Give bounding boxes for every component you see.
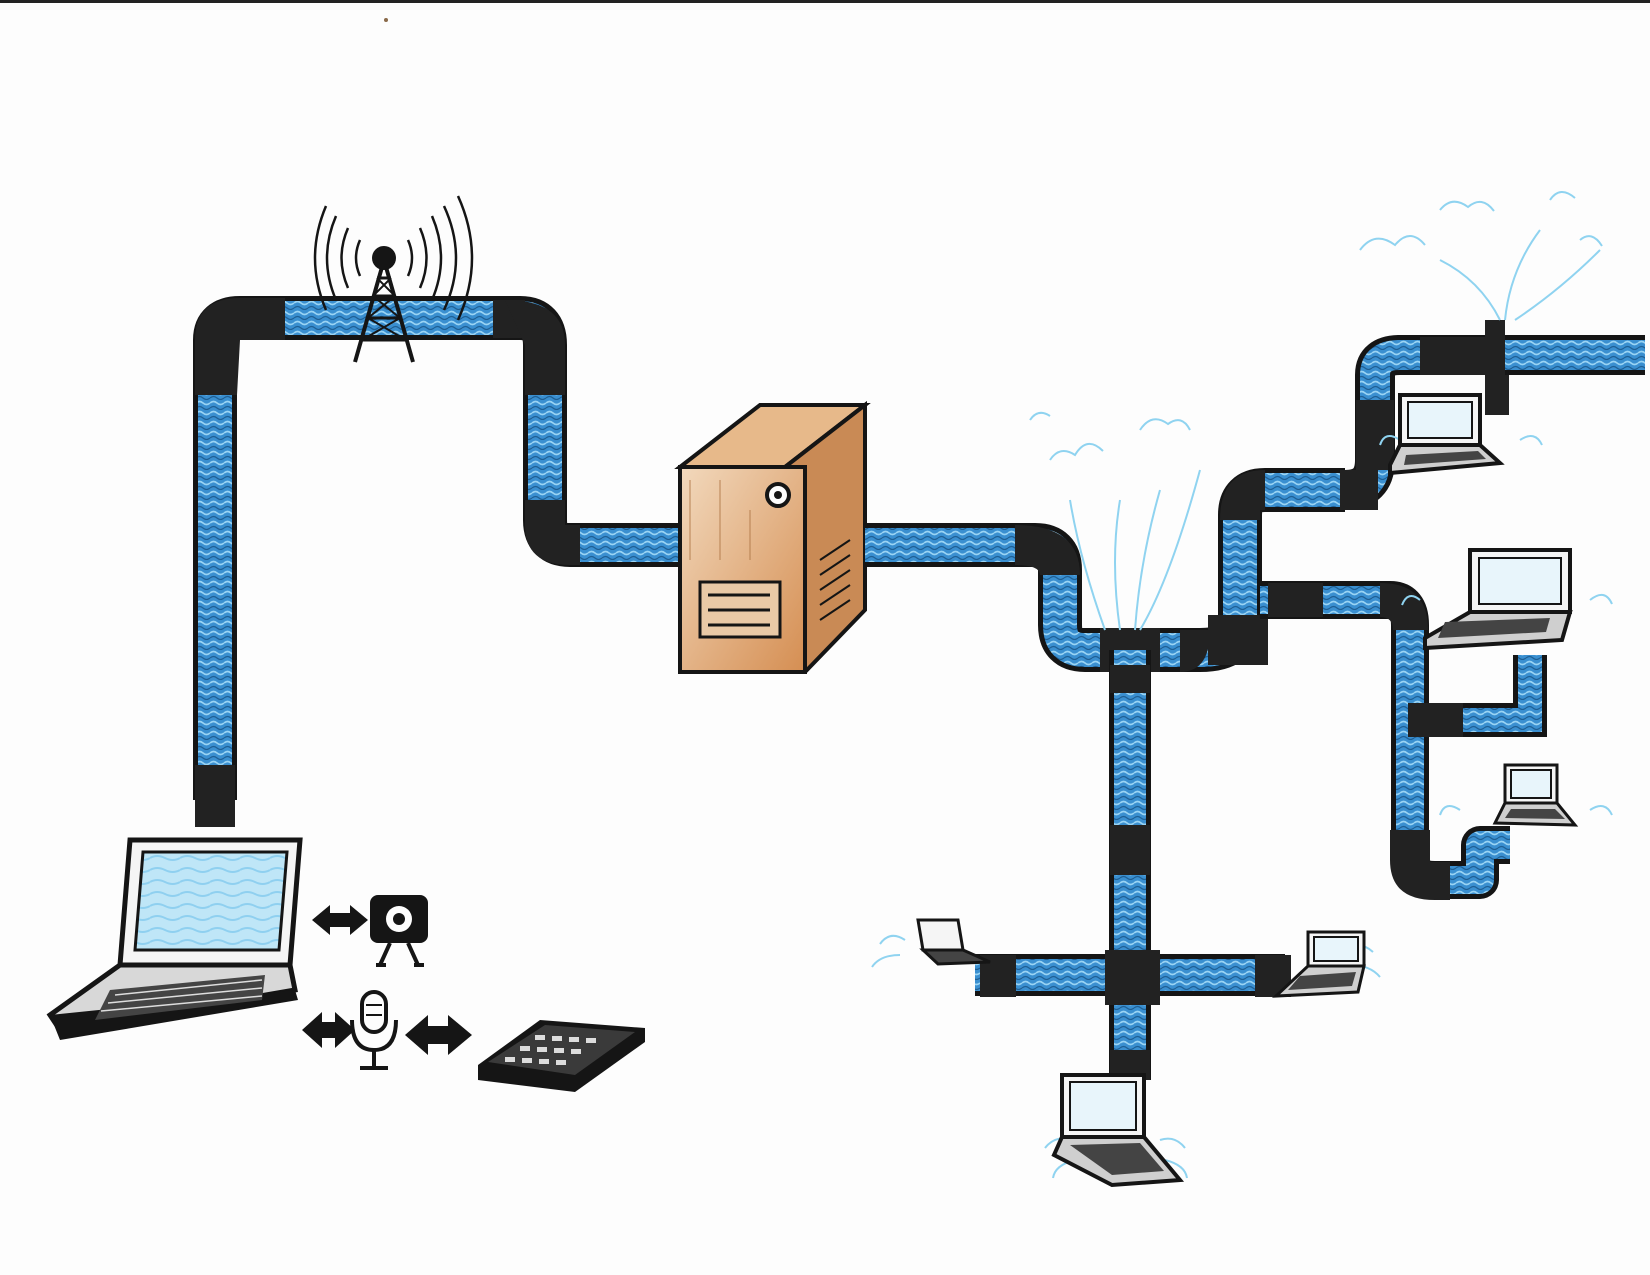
pipe-cross-horizontal [975,950,1291,1005]
server-vents [819,539,851,621]
laptop-icon [916,918,991,966]
laptop-icon [1051,1073,1185,1188]
pipe-elbow [195,298,285,395]
double-arrow-icon [312,905,368,935]
pipe-server-to-junction [865,468,1345,672]
laptop-icon [1388,393,1505,476]
pipe-trunk-vertical [1109,650,1151,1080]
radio-waves [313,195,474,321]
webcam-icon [370,895,428,967]
pipe-right-upper-branch [1340,320,1645,510]
double-arrow-icon [302,1012,355,1048]
laptop-keyboard [95,975,265,1020]
scan-top-edge [0,0,1650,3]
paper-fleck [384,18,388,22]
pipe-elbow [505,300,565,395]
laptop-icon [1492,763,1579,827]
laptop-icon [1271,930,1366,998]
laptop-icon [1423,548,1573,651]
pipe-left-network [193,296,680,827]
microphone-icon [350,990,398,1070]
pipe-coupling [195,765,235,827]
cell-tower-icon [313,195,474,363]
keypad-device-icon [478,1020,645,1092]
pipe-cross-joint [1105,950,1160,1005]
double-arrow-icon [405,1015,472,1055]
water-spray-icon [871,191,1613,1179]
pipe-elbow [525,500,580,565]
pipe-right-middle-branch [1260,581,1547,900]
server-tower-icon [674,400,871,674]
laptop-icon [46,837,303,1040]
